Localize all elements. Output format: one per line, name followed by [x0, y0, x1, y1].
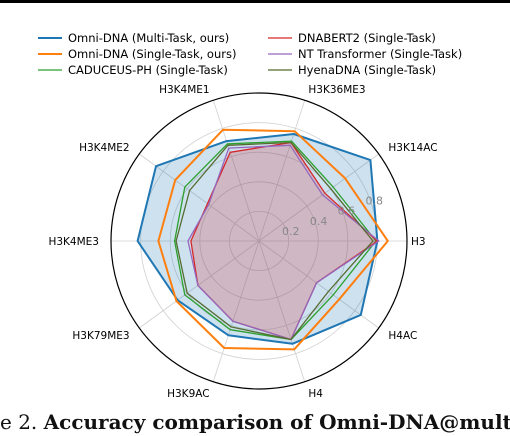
grid-spoke: [139, 153, 260, 242]
radar-grid: [110, 92, 408, 390]
category-label: H3K4ME2: [79, 142, 130, 154]
category-label: H3: [411, 236, 426, 248]
grid-spoke: [258, 240, 306, 382]
category-label: H3K4ME1: [159, 84, 210, 96]
radar-labels: 0.2 0.4 0.6 0.8H3 H3K14AC H3K36ME3 H3K4ME1H3K4…: [48, 84, 437, 400]
radial-tick-label: 0.4: [310, 215, 328, 228]
radar-frame: [110, 92, 408, 390]
legend-label: Omni-DNA (Single-Task, ours): [68, 47, 236, 61]
grid-spoke: [258, 153, 379, 242]
category-label: H3K14AC: [388, 142, 437, 154]
category-label: H3K36ME3: [308, 84, 365, 96]
caption-prefix: e 2.: [0, 410, 38, 434]
legend-label: HyenaDNA (Single-Task): [298, 63, 436, 77]
legend-label: Omni-DNA (Multi-Task, ours): [68, 31, 229, 45]
radar-series: [136, 128, 389, 351]
radial-tick-label: 0.6: [338, 205, 356, 218]
series-line-2: [157, 128, 389, 351]
category-label: H4: [308, 388, 323, 400]
series-line-5: [187, 144, 380, 341]
legend: Omni-DNA (Multi-Task, ours) Omni-DNA (Sin…: [38, 31, 462, 77]
grid-spoke: [258, 100, 306, 242]
series-line-6: [175, 141, 374, 341]
grid-spoke: [139, 240, 260, 329]
grid-spoke: [258, 240, 379, 329]
top-rule: [0, 0, 510, 3]
legend-label: NT Transformer (Single-Task): [298, 47, 462, 61]
series-line-3: [173, 140, 377, 341]
radial-tick-label: 0.8: [366, 195, 384, 208]
legend-label: DNABERT2 (Single-Task): [298, 31, 436, 45]
category-label: H4AC: [388, 330, 417, 342]
figure-caption: e 2. Accuracy comparison of Omni-DNA@mul…: [0, 410, 510, 434]
caption-title: Accuracy comparison of Omni-DNA@mult.: [43, 410, 510, 434]
grid-spoke: [212, 100, 260, 242]
category-label: H3K79ME3: [72, 330, 129, 342]
legend-label: CADUCEUS-PH (Single-Task): [68, 63, 228, 77]
radial-tick-label: 0.2: [282, 225, 300, 238]
category-label: H3K9AC: [167, 388, 209, 400]
grid-spoke: [212, 240, 260, 382]
category-label: H3K4ME3: [48, 236, 99, 248]
